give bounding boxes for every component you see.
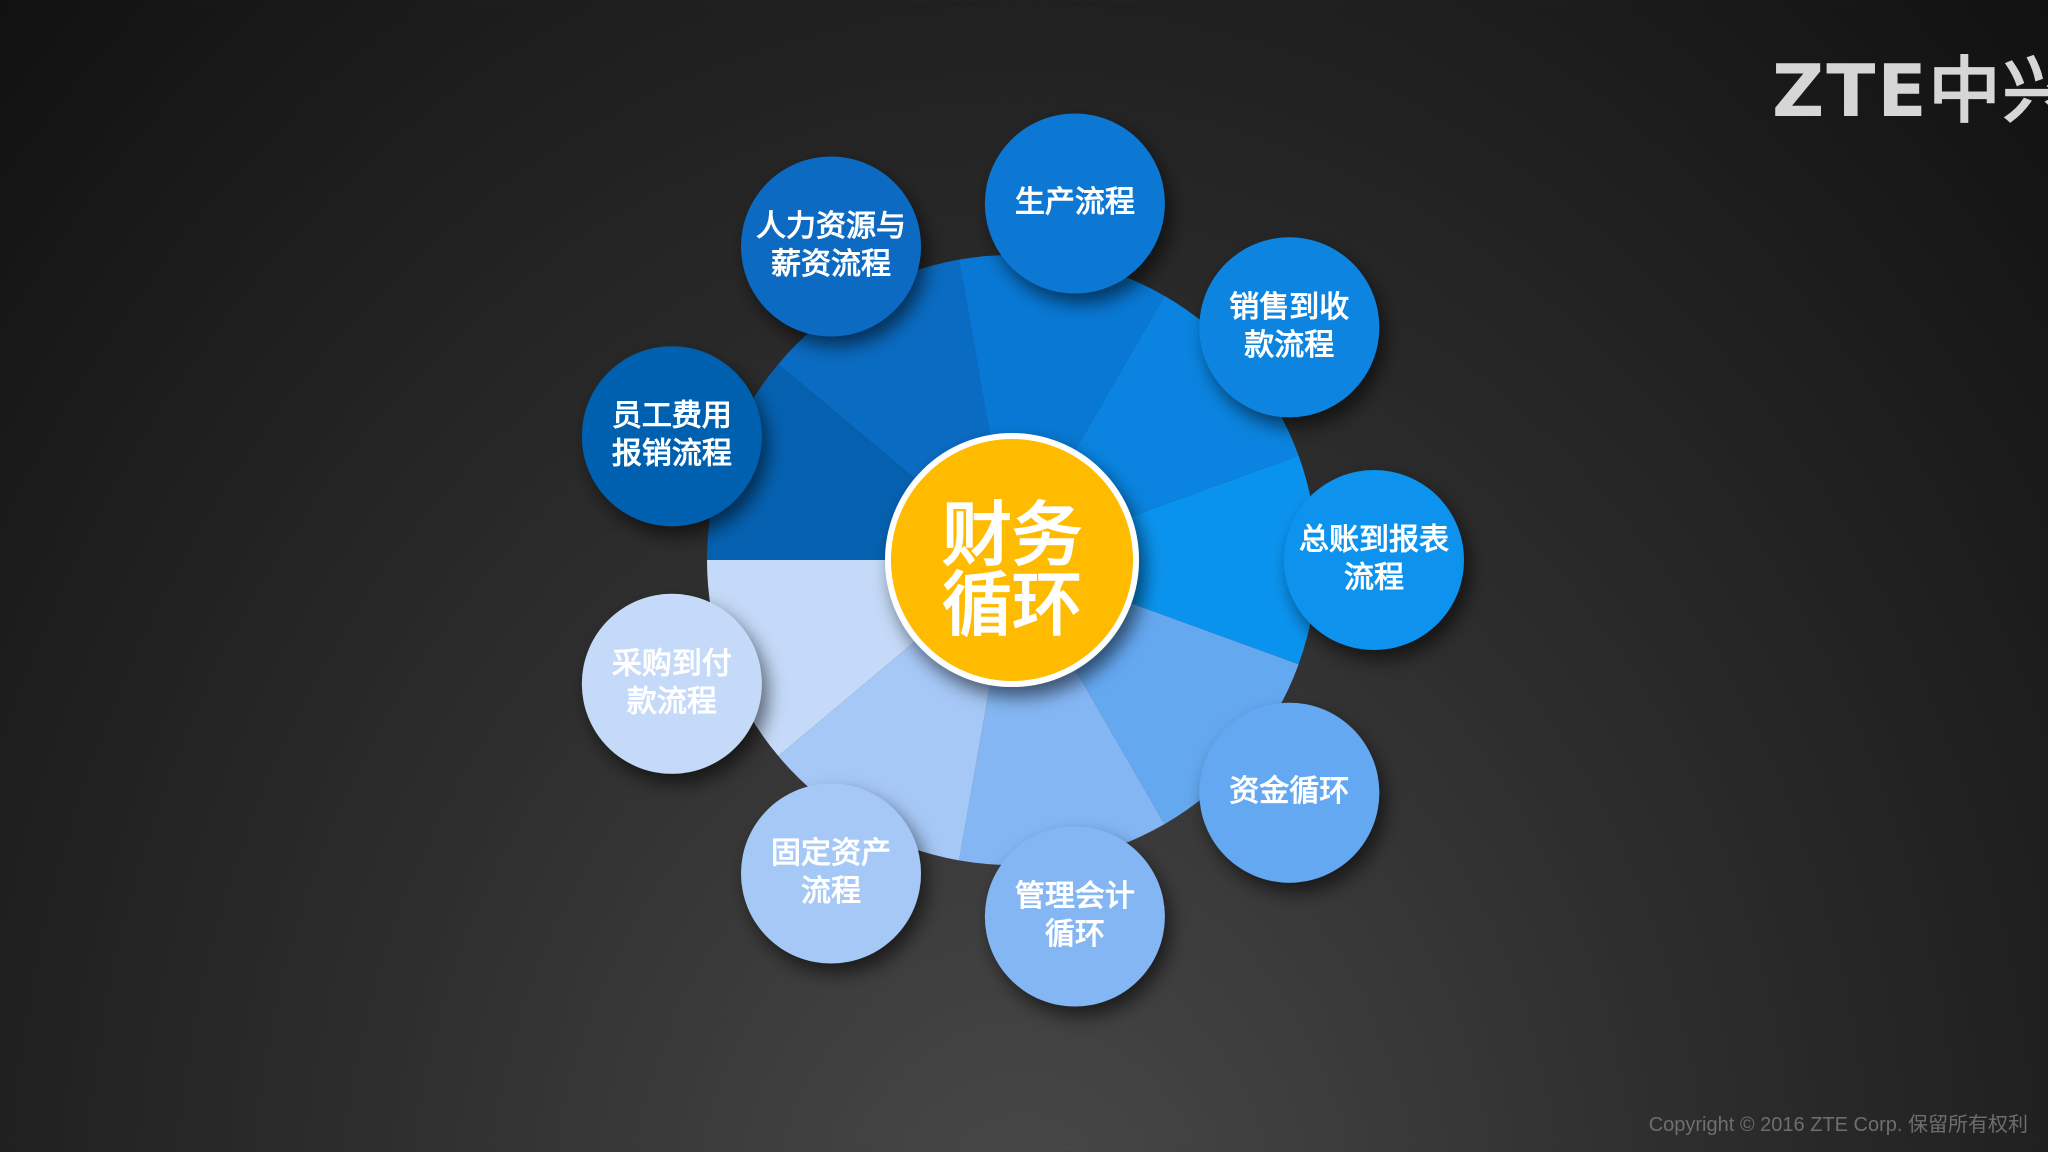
node-label-line: 固定资产 xyxy=(771,836,891,871)
node-capital-cycle: 资金循环 xyxy=(1199,702,1380,883)
node-circle xyxy=(984,113,1165,294)
node-circle xyxy=(581,593,762,774)
node-label-line: 员工费用 xyxy=(612,399,732,434)
node-label-line: 总账到报表 xyxy=(1299,523,1449,558)
node-label-line: 流程 xyxy=(1344,561,1404,596)
node-label-line: 循环 xyxy=(1045,917,1105,952)
node-production: 生产流程 xyxy=(984,113,1165,294)
node-circle xyxy=(984,826,1165,1007)
zte-logo: ZTE中兴 xyxy=(1772,49,2048,133)
node-label-line: 资金循环 xyxy=(1229,774,1349,809)
center-hub: 财务 循环 xyxy=(885,433,1139,687)
node-circle xyxy=(741,783,921,964)
node-label-line: 人力资源与 xyxy=(756,209,906,244)
segment-ledger-to-report xyxy=(1012,455,1317,665)
center-circle xyxy=(885,433,1139,687)
node-label-line: 生产流程 xyxy=(1015,185,1135,220)
node-circle xyxy=(1199,237,1380,418)
center-title-line-2: 循环 xyxy=(942,564,1082,646)
process-nodes: 员工费用报销流程人力资源与薪资流程生产流程销售到收款流程总账到报表流程资金循环管… xyxy=(581,113,1464,1007)
node-label-line: 采购到付 xyxy=(612,646,732,681)
node-label-line: 报销流程 xyxy=(612,437,732,472)
node-label-line: 款流程 xyxy=(1244,328,1334,363)
node-label-line: 流程 xyxy=(801,874,861,909)
node-label-line: 款流程 xyxy=(627,684,717,719)
node-label-line: 管理会计 xyxy=(1015,879,1135,914)
node-circle xyxy=(741,156,921,337)
copyright-notice: Copyright © 2016 ZTE Corp. 保留所有权利 xyxy=(1648,1114,2028,1136)
node-label-line: 销售到收 xyxy=(1229,290,1349,325)
node-circle xyxy=(1199,702,1380,883)
node-circle xyxy=(581,346,762,527)
node-circle xyxy=(1284,470,1464,650)
center-title-line-1: 财务 xyxy=(942,494,1082,576)
node-label-line: 薪资流程 xyxy=(771,247,891,282)
